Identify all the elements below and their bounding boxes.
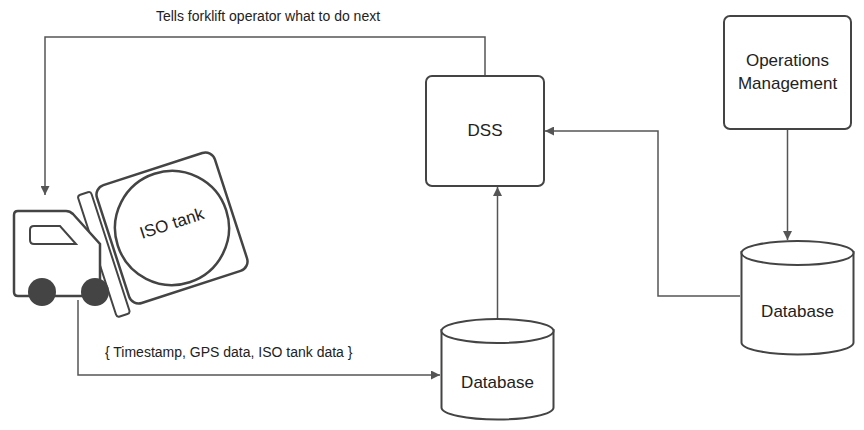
node-label: ISO tank (137, 203, 207, 244)
cylinder-outline (440, 318, 555, 421)
flow-arrow (787, 130, 789, 240)
flow-arrow (45, 37, 485, 195)
edge-label: { Timestamp, GPS data, ISO tank data } (103, 344, 354, 360)
database-cylinder: Database (740, 240, 855, 356)
process-box: DSS (425, 75, 545, 187)
iso-tank-drawing (77, 150, 252, 318)
forklift-window (30, 226, 76, 244)
database-cylinder: Database (440, 318, 555, 421)
node-label: Database (461, 372, 534, 394)
flow-arrow (78, 300, 440, 375)
node-label: Database (761, 301, 834, 323)
forklift-iso-tank: ISO tank (12, 195, 247, 300)
flow-arrow (497, 187, 499, 318)
process-box: Operations Management (723, 15, 852, 130)
forklift-wheel (28, 278, 56, 306)
cylinder-outline (740, 240, 855, 356)
forklift-wheel (81, 278, 109, 306)
flow-arrow (545, 131, 740, 296)
node-label: Operations Management (733, 50, 842, 94)
edge-label: Tells forklift operator what to do next (154, 8, 382, 24)
node-label: DSS (468, 120, 503, 142)
